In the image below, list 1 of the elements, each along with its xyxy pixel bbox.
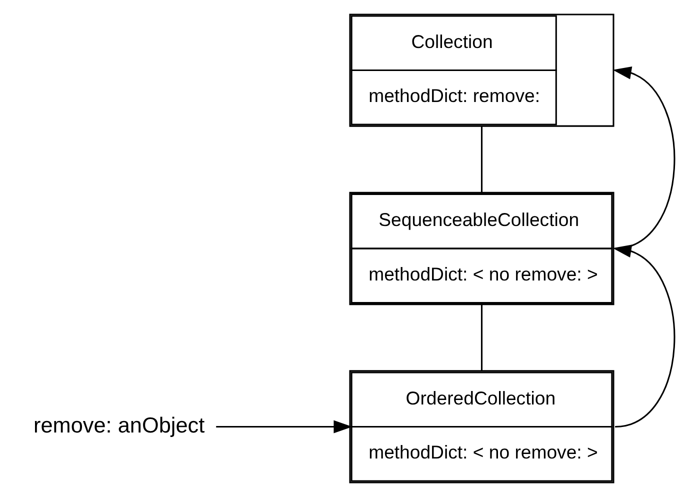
node-text: remove: anObject <box>33 412 205 438</box>
